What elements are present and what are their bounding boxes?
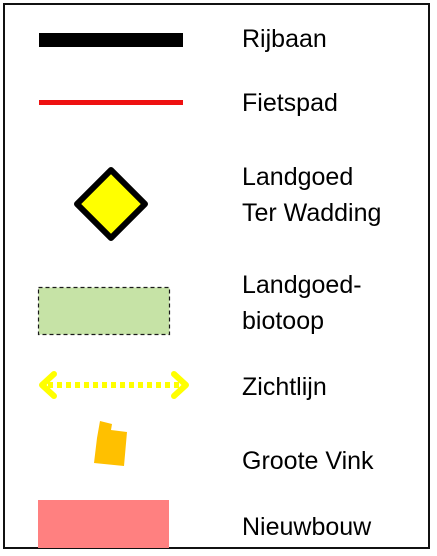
legend-label-nieuwbouw: Nieuwbouw xyxy=(242,513,372,541)
pink-rectangle-icon xyxy=(38,500,169,548)
legend-frame xyxy=(3,3,430,549)
black-road-line-icon xyxy=(39,33,183,47)
legend-label-landgoed-ter-wadding-line1: Landgoed xyxy=(242,163,354,191)
legend-label-zichtlijn: Zichtlijn xyxy=(242,373,327,401)
legend-label-groote-vink: Groote Vink xyxy=(242,447,374,475)
orange-building-icon xyxy=(94,421,127,466)
legend-label-landgoed-biotoop-line1: Landgoed- xyxy=(242,271,362,299)
legend-label-fietspad: Fietspad xyxy=(242,89,338,117)
green-dashed-area-icon xyxy=(37,286,171,336)
yellow-diamond-icon xyxy=(74,167,148,241)
legend-label-landgoed-ter-wadding-line2: Ter Wadding xyxy=(242,199,382,227)
yellow-dotted-double-arrow-icon xyxy=(39,371,189,399)
legend-label-rijbaan: Rijbaan xyxy=(242,25,327,53)
red-bike-path-line-icon xyxy=(39,100,183,105)
legend-label-landgoed-biotoop-line2: biotoop xyxy=(242,307,325,335)
